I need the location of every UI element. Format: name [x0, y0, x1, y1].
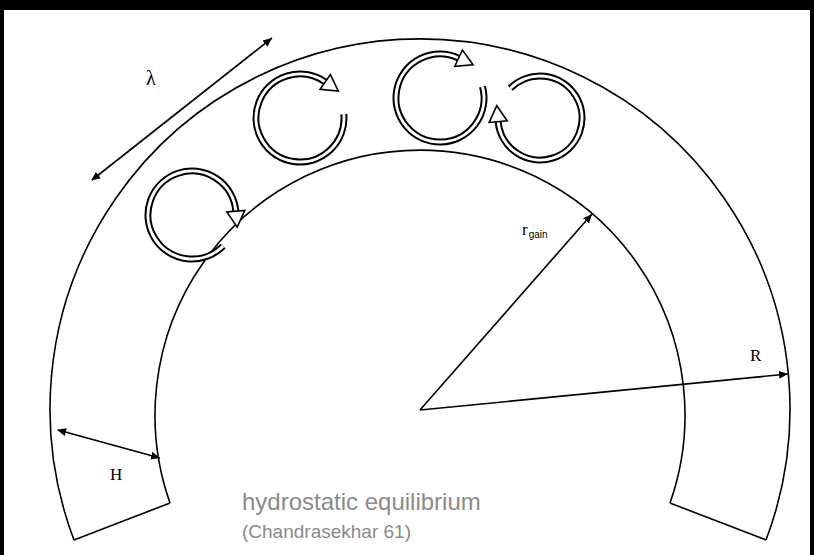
wavelength-arrow: [92, 38, 272, 180]
cell-arc: [148, 171, 236, 259]
cell-arrowhead: [320, 75, 338, 92]
thickness-label: H: [110, 466, 122, 483]
thickness-arrow: [58, 430, 160, 458]
radius-label: R: [750, 347, 761, 364]
cut-edge: [74, 503, 170, 540]
cell-arc: [396, 54, 484, 142]
radius-subscript: gain: [529, 230, 548, 240]
outer-surface: [50, 39, 790, 540]
radius-arrow: [420, 214, 592, 410]
cell-arc: [148, 171, 236, 259]
cut-edge: [670, 503, 766, 540]
radius-label: r: [522, 221, 528, 238]
cell-arc: [256, 74, 344, 162]
annotation: hydrostatic equilibrium: [242, 490, 481, 514]
cell-arc: [256, 74, 344, 162]
radius-arrow: [420, 374, 788, 410]
cell-arc: [396, 54, 484, 142]
cell-arrowhead: [455, 50, 473, 66]
wavelength-label: λ: [146, 68, 156, 88]
cell-arc: [498, 76, 582, 160]
cell-arrowhead: [489, 106, 507, 123]
white-ground: [4, 10, 810, 555]
convection-cells: [148, 50, 582, 259]
cell-arrowhead: [227, 210, 245, 227]
annotation: (Chandrasekhar 61): [242, 522, 411, 541]
cell-arc: [498, 76, 582, 160]
